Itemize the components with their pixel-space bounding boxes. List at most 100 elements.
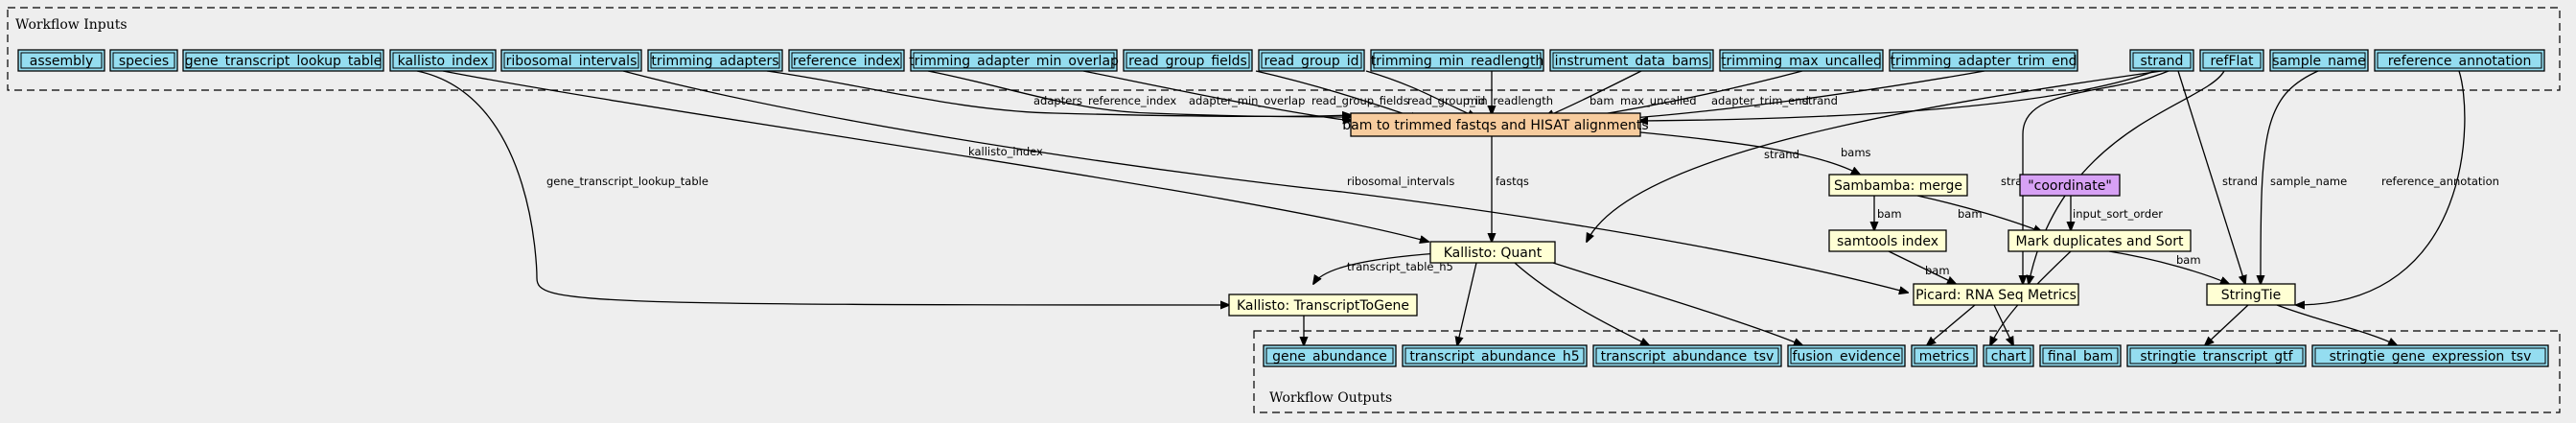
node-gene-abundance: gene_abundance <box>1263 344 1397 367</box>
edge-metrics <box>1927 304 1976 345</box>
node-picard-rnaseq: Picard: RNA Seq Metrics <box>1913 283 2079 306</box>
edge-reference-index <box>927 70 1351 117</box>
edge-strand <box>1639 70 2156 121</box>
edge-bam-picard <box>1888 250 1956 284</box>
workflow-outputs-cluster: Workflow Outputs <box>1253 330 2561 413</box>
node-label-gene-abundance: gene_abundance <box>1272 349 1387 364</box>
edge-label-bams: bams <box>1841 146 1871 159</box>
node-trimming-adapter-trim-end: trimming_adapter_trim_end <box>1889 49 2078 72</box>
node-label-refFlat: refFlat <box>2210 54 2254 69</box>
edge-gene-transcript-lookup-table <box>416 70 1229 305</box>
node-label-transcript-abundance-tsv: transcript_abundance_tsv <box>1601 349 1775 364</box>
node-sample-name: sample_name <box>2269 49 2369 72</box>
node-label-trimming-adapter-min-overlap: trimming_adapter_min_overlap <box>909 54 1119 69</box>
node-fusion-evidence: fusion_evidence <box>1787 344 1906 367</box>
node-reference-index: reference_index <box>788 49 905 72</box>
edge-label-read-group-id: read_group_id <box>1407 94 1485 107</box>
node-mark-duplicates: Mark duplicates and Sort <box>2007 229 2192 252</box>
node-label-assembly: assembly <box>30 54 93 69</box>
edge-labels: gene_transcript_lookup_table kallisto_in… <box>546 94 2499 277</box>
edge-label-input-sort-order: input_sort_order <box>2073 207 2163 221</box>
edge-label-bam-stringtie: bam <box>2176 253 2201 267</box>
node-label-read-group-id: read_group_id <box>1265 54 1359 69</box>
node-label-read-group-fields: read_group_fields <box>1128 54 1247 69</box>
edge-bam-markdup <box>1916 195 2042 232</box>
node-label-kallisto-index: kallisto_index <box>398 54 489 69</box>
edge-fusion-evidence <box>1552 262 1802 345</box>
workflow-inputs-cluster: Workflow Inputs <box>7 7 2561 91</box>
node-label-ribosomal-intervals: ribosomal_intervals <box>506 54 638 69</box>
workflow-outputs-label: Workflow Outputs <box>1269 390 1392 406</box>
node-label-reference-annotation: reference_annotation <box>2388 54 2532 69</box>
node-chart: chart <box>1983 344 2034 367</box>
edge-sample-name <box>2261 70 2319 284</box>
node-kallisto-index: kallisto_index <box>389 49 497 72</box>
node-label-coordinate: "coordinate" <box>2028 178 2112 194</box>
node-label-picard-rnaseq: Picard: RNA Seq Metrics <box>1915 288 2077 303</box>
node-trimming-min-readlength: trimming_min_readlength <box>1370 49 1544 72</box>
edge-label-transcript-table-h5: transcript_table_h5 <box>1347 260 1453 273</box>
node-read-group-fields: read_group_fields <box>1123 49 1253 72</box>
node-label-trimming-adapters: trimming_adapters <box>651 54 778 69</box>
node-label-instrument-data-bams: instrument_data_bams <box>1555 54 1709 69</box>
edge-stringtie-gene-expression <box>2276 304 2397 345</box>
workflow-inputs-label: Workflow Inputs <box>15 17 128 33</box>
edge-label-adapter-min-overlap: adapter_min_overlap <box>1189 94 1305 107</box>
node-samtools-index: samtools index <box>1828 229 1947 252</box>
edge-label-strand-kallisto: strand <box>1764 148 1799 161</box>
edge-stringtie-transcript-gtf <box>2205 304 2249 345</box>
node-bam-to-trimmed: bam to trimmed fastqs and HISAT alignmen… <box>1342 112 1649 137</box>
edge-chart <box>1993 304 2013 345</box>
edge-label-fastqs: fastqs <box>1496 175 1529 188</box>
node-label-stringtie-gene-expression-tsv: stringtie_gene_expression_tsv <box>2330 349 2532 364</box>
edge-label-reference-index: reference_index <box>1088 94 1176 107</box>
node-refFlat: refFlat <box>2199 49 2264 72</box>
node-label-chart: chart <box>1991 349 2027 364</box>
edge-label-bam-picard: bam <box>1925 264 1950 277</box>
edge-transcript-table-h5 <box>1313 252 1439 284</box>
edge-label-adapter-trim-end: adapter_trim_end <box>1711 94 1809 107</box>
node-label-transcript-to-gene: Kallisto: TranscriptToGene <box>1237 298 1409 314</box>
node-label-transcript-abundance-h5: transcript_abundance_h5 <box>1409 349 1579 364</box>
edge-bam-stringtie <box>2108 250 2229 284</box>
node-label-bam-to-trimmed: bam to trimmed fastqs and HISAT alignmen… <box>1342 118 1648 133</box>
edge-kallisto-index <box>442 70 1428 242</box>
node-instrument-data-bams: instrument_data_bams <box>1549 49 1714 72</box>
node-label-final-bam: final_bam <box>2048 349 2113 364</box>
node-label-gene-transcript-lookup-table: gene_transcript_lookup_table <box>185 54 383 69</box>
edge-label-min-readlength: min_readlength <box>1467 94 1553 107</box>
node-label-kallisto-quant: Kallisto: Quant <box>1444 246 1543 261</box>
node-sambamba-merge: Sambamba: merge <box>1828 174 1968 197</box>
node-label-stringtie: StringTie <box>2221 288 2281 303</box>
edge-label-read-group-fields: read_group_fields <box>1311 94 1409 107</box>
edge-adapter-min-overlap <box>1082 70 1352 121</box>
edge-label-kallisto-index: kallisto_index <box>968 145 1043 158</box>
node-gene-transcript-lookup-table: gene_transcript_lookup_table <box>182 49 384 72</box>
edge-transcript-abundance-tsv <box>1514 262 1649 345</box>
edge-bams <box>1619 129 1860 175</box>
node-label-trimming-adapter-trim-end: trimming_adapter_trim_end <box>1891 54 2077 69</box>
node-label-samtools-index: samtools index <box>1837 234 1938 249</box>
edge-label-adapters: adapters <box>1033 94 1082 107</box>
edge-strand-stringtie <box>2177 70 2245 284</box>
node-read-group-id: read_group_id <box>1258 49 1365 72</box>
node-ribosomal-intervals: ribosomal_intervals <box>500 49 642 72</box>
edge-label-bam-samtools: bam <box>1877 207 1902 221</box>
node-trimming-adapter-min-overlap: trimming_adapter_min_overlap <box>909 49 1119 72</box>
edge-label-sample-name: sample_name <box>2270 175 2347 188</box>
node-label-reference-index: reference_index <box>793 54 900 69</box>
node-strand: strand <box>2129 49 2194 72</box>
edge-label-bam: bam <box>1590 94 1614 107</box>
node-label-sample-name: sample_name <box>2272 54 2366 69</box>
node-coordinate: "coordinate" <box>2019 174 2121 197</box>
node-transcript-abundance-h5: transcript_abundance_h5 <box>1402 344 1588 367</box>
node-assembly: assembly <box>17 49 105 72</box>
node-label-trimming-min-readlength: trimming_min_readlength <box>1371 54 1544 69</box>
edge-label-ribosomal-intervals: ribosomal_intervals <box>1347 175 1454 188</box>
node-label-mark-duplicates: Mark duplicates and Sort <box>2015 234 2184 249</box>
node-stringtie: StringTie <box>2206 283 2296 306</box>
node-stringtie-gene-expression-tsv: stringtie_gene_expression_tsv <box>2311 344 2549 367</box>
node-transcript-to-gene: Kallisto: TranscriptToGene <box>1228 294 1418 317</box>
node-label-fusion-evidence: fusion_evidence <box>1793 349 1901 364</box>
